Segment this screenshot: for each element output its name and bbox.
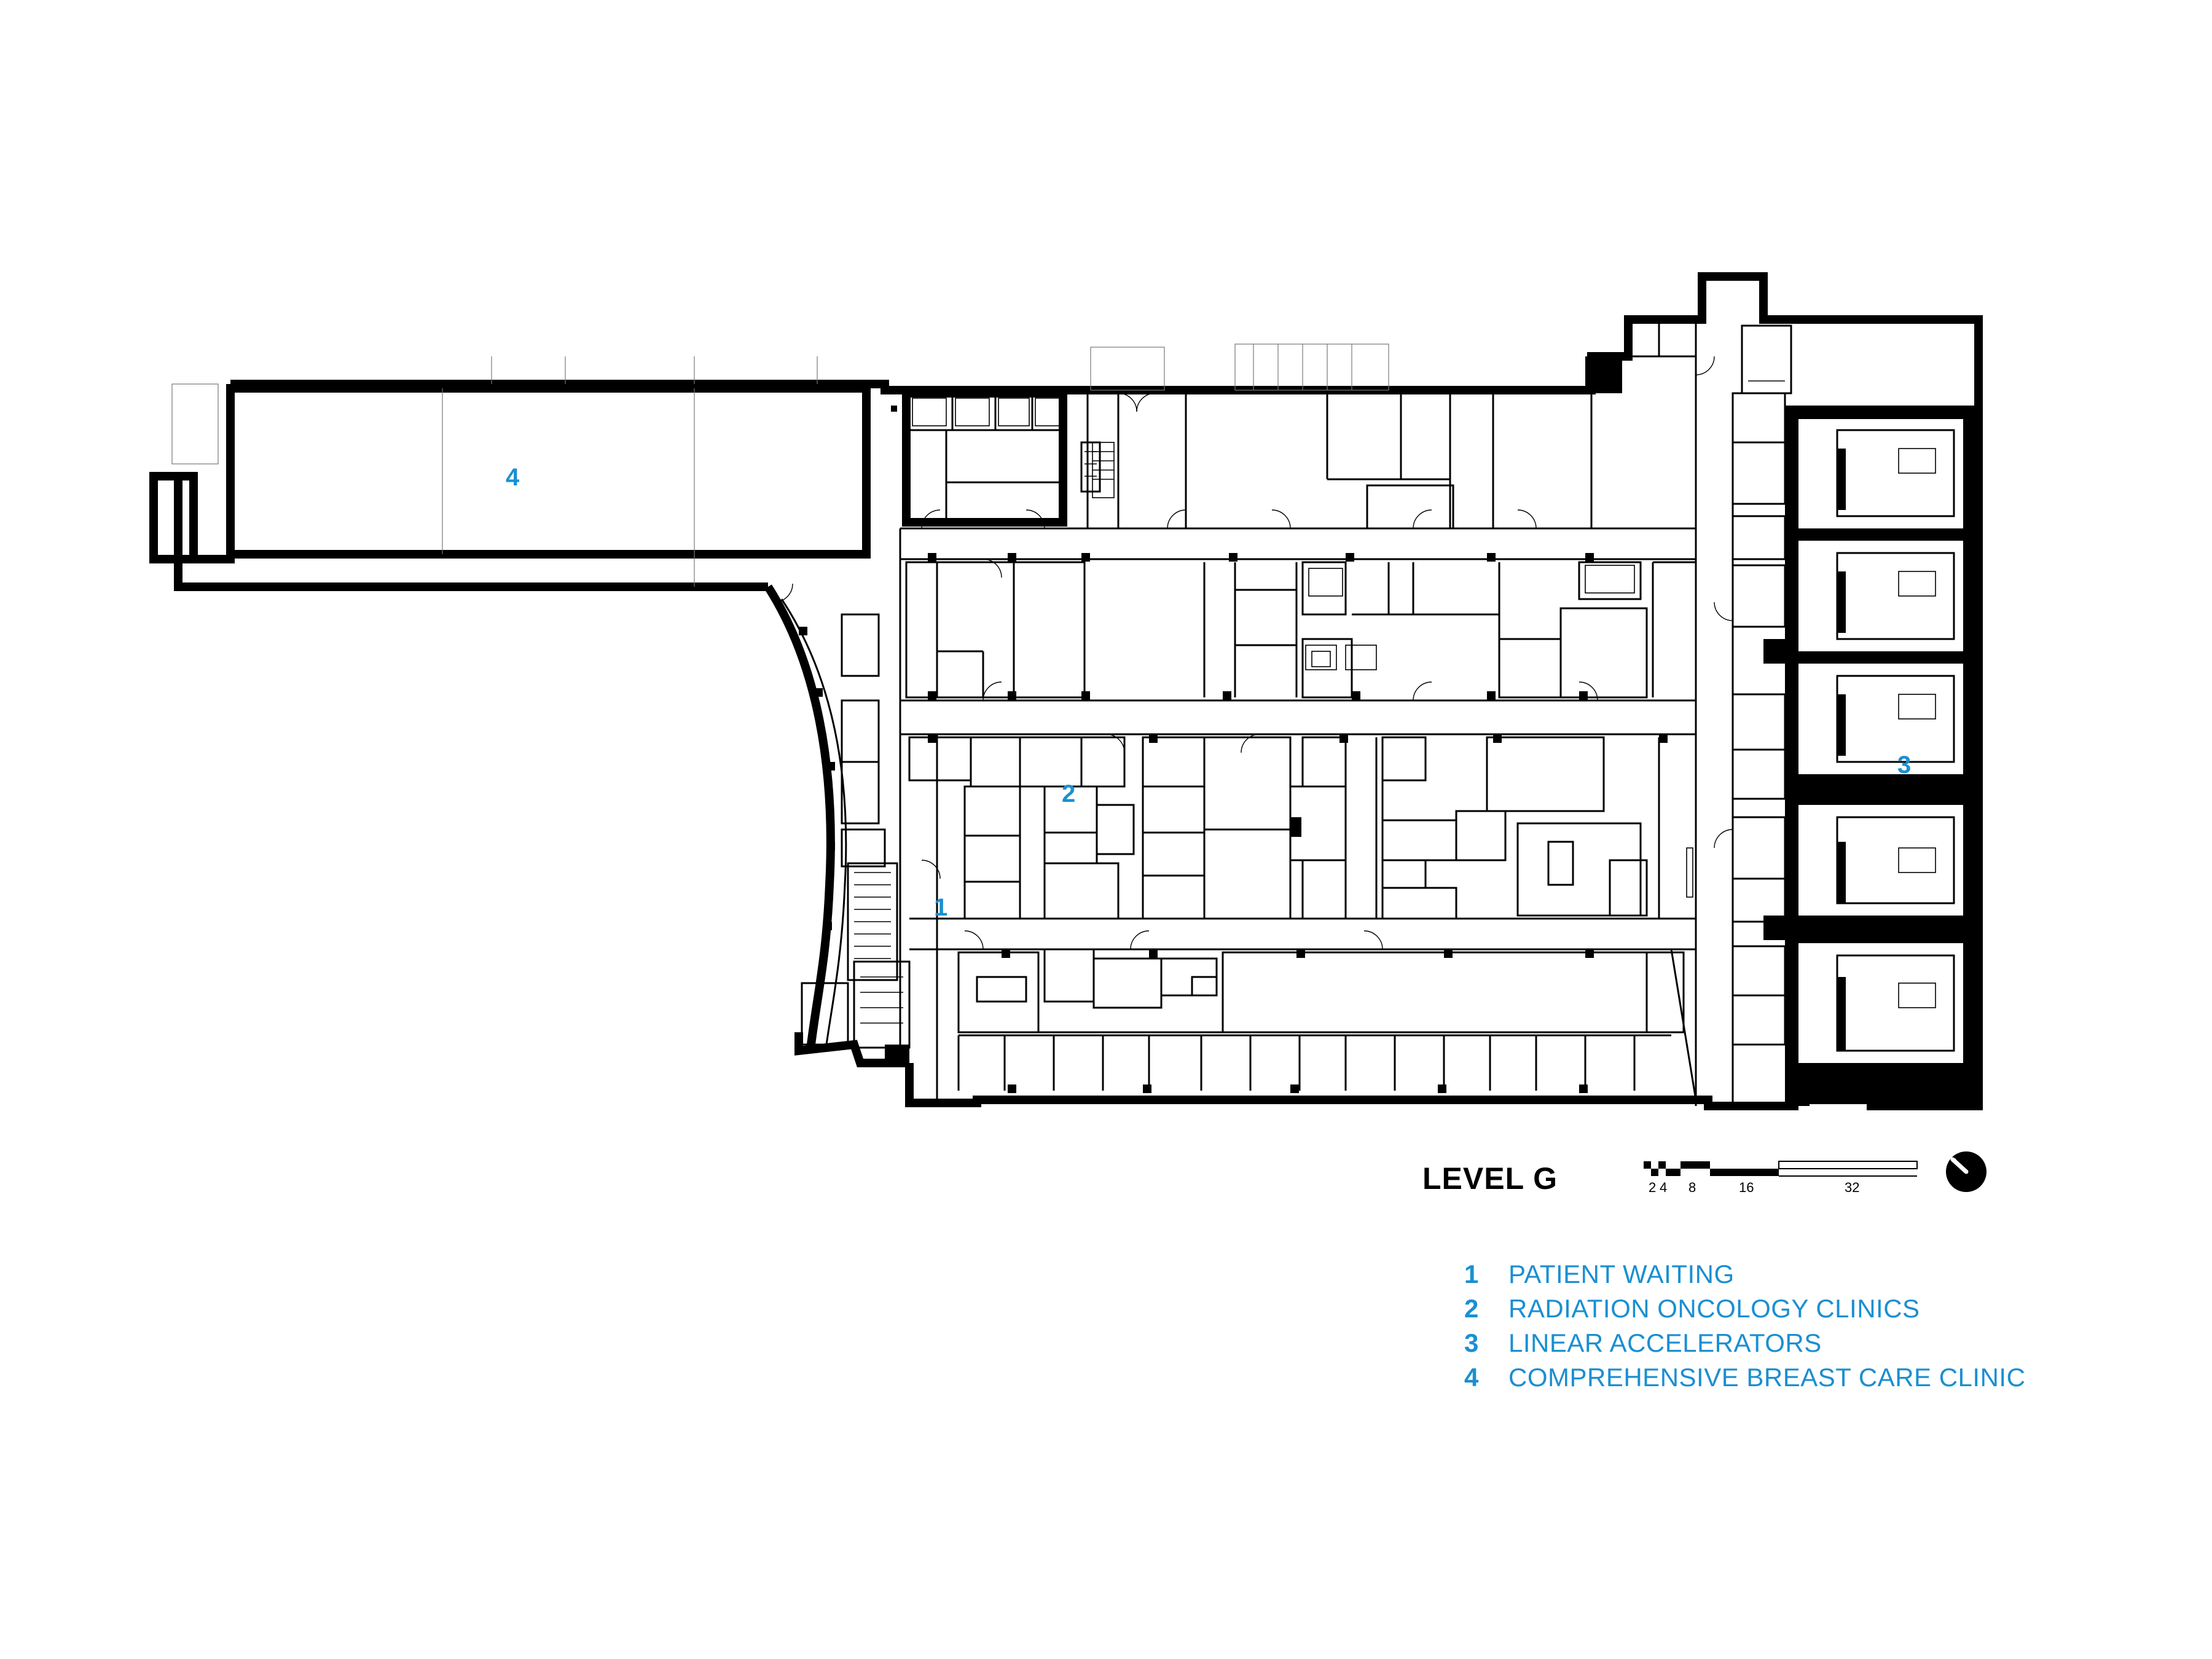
south-rooms — [957, 948, 1685, 1091]
legend-num: 3 — [1464, 1328, 1479, 1357]
level-title: LEVEL G — [1422, 1161, 1558, 1196]
clinic-rooms — [908, 736, 1693, 920]
canopy-lines — [171, 343, 1389, 465]
room-marker-4: 4 — [506, 464, 520, 491]
east-rooms — [1732, 392, 1786, 1046]
scale-label-16: 16 — [1739, 1180, 1754, 1195]
structural-columns — [799, 406, 1788, 1093]
room-markers: 1 2 3 4 — [506, 464, 1911, 921]
legend-item-patient-waiting: 1 PATIENT WAITING — [1464, 1260, 2171, 1294]
legend: 1 PATIENT WAITING 2 RADIATION ONCOLOGY C… — [1464, 1260, 2171, 1397]
room-marker-1: 1 — [934, 894, 947, 921]
scale-bar: 2 4 8 16 32 — [1644, 1161, 1918, 1195]
room-marker-3: 3 — [1897, 751, 1911, 779]
legend-num: 1 — [1464, 1260, 1479, 1288]
legend-label: PATIENT WAITING — [1508, 1260, 1735, 1288]
scale-label-8: 8 — [1688, 1180, 1696, 1195]
legend-num: 4 — [1464, 1363, 1479, 1392]
legend-item-linear-accelerators: 3 LINEAR ACCELERATORS — [1464, 1328, 2171, 1363]
middle-rooms — [905, 561, 1696, 699]
legend-label: RADIATION ONCOLOGY CLINICS — [1508, 1294, 1920, 1323]
north-arrow-icon — [1946, 1151, 1986, 1192]
scale-label-32: 32 — [1845, 1180, 1859, 1195]
room-marker-2: 2 — [1062, 780, 1075, 807]
linac-vaults — [1585, 356, 1980, 1106]
legend-num: 2 — [1464, 1294, 1479, 1323]
legend-item-breast-care: 4 COMPREHENSIVE BREAST CARE CLINIC — [1464, 1363, 2171, 1397]
corridor-walls — [899, 320, 1734, 1106]
legend-label: LINEAR ACCELERATORS — [1508, 1328, 1822, 1357]
scale-label-2: 2 — [1649, 1180, 1656, 1195]
scale-label-4: 4 — [1660, 1180, 1667, 1195]
door-swings — [774, 356, 1733, 950]
top-rooms — [902, 321, 1792, 530]
legend-item-radiation-oncology: 2 RADIATION ONCOLOGY CLINICS — [1464, 1294, 2171, 1328]
legend-label: COMPREHENSIVE BREAST CARE CLINIC — [1508, 1363, 2026, 1392]
west-lobby — [801, 441, 1101, 1049]
